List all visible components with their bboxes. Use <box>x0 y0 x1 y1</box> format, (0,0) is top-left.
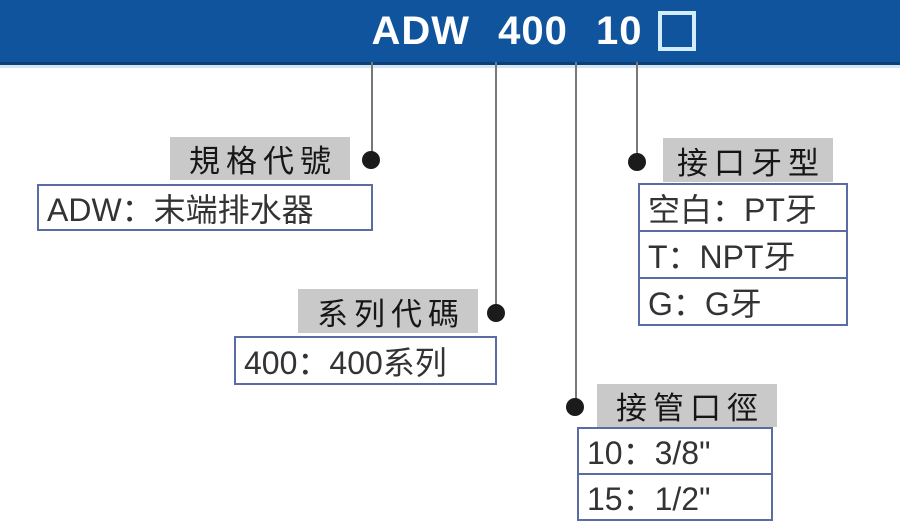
row-spec-code: ADW：末端排水器 <box>47 191 314 228</box>
connector-dot-port-size <box>566 398 584 416</box>
connector-line-series-code <box>495 62 497 313</box>
row-port-15: 15：1/2" <box>579 473 771 519</box>
box-spec-code: ADW：末端排水器 <box>37 184 373 231</box>
connector-dot-spec-code <box>362 151 380 169</box>
connector-line-thread-type <box>636 62 638 162</box>
label-series-code: 系列代碼 <box>298 289 478 333</box>
label-spec-code: 規格代號 <box>170 137 350 180</box>
connector-line-spec-code <box>371 62 373 160</box>
box-series-code: 400：400系列 <box>234 336 497 385</box>
connector-dot-thread-type <box>628 153 646 171</box>
row-series-code: 400：400系列 <box>244 344 447 381</box>
row-thread-npt: T：NPT牙 <box>640 230 846 277</box>
banner-underline <box>0 65 900 68</box>
option-placeholder-square-icon <box>658 11 697 51</box>
connector-line-port-size <box>575 62 577 407</box>
box-thread-type: 空白：PT牙 T：NPT牙 G：G牙 <box>638 183 848 326</box>
row-thread-g: G：G牙 <box>640 277 846 324</box>
box-port-size: 10：3/8" 15：1/2" <box>577 427 773 521</box>
label-thread-type: 接口牙型 <box>663 138 833 182</box>
model-code-text: ADW 400 10 <box>371 8 643 53</box>
row-thread-pt: 空白：PT牙 <box>648 191 817 228</box>
row-port-10: 10：3/8" <box>587 435 711 471</box>
label-port-size: 接管口徑 <box>597 384 777 427</box>
connector-dot-series-code <box>487 304 505 322</box>
model-code-banner: ADW 400 10 <box>0 0 900 65</box>
